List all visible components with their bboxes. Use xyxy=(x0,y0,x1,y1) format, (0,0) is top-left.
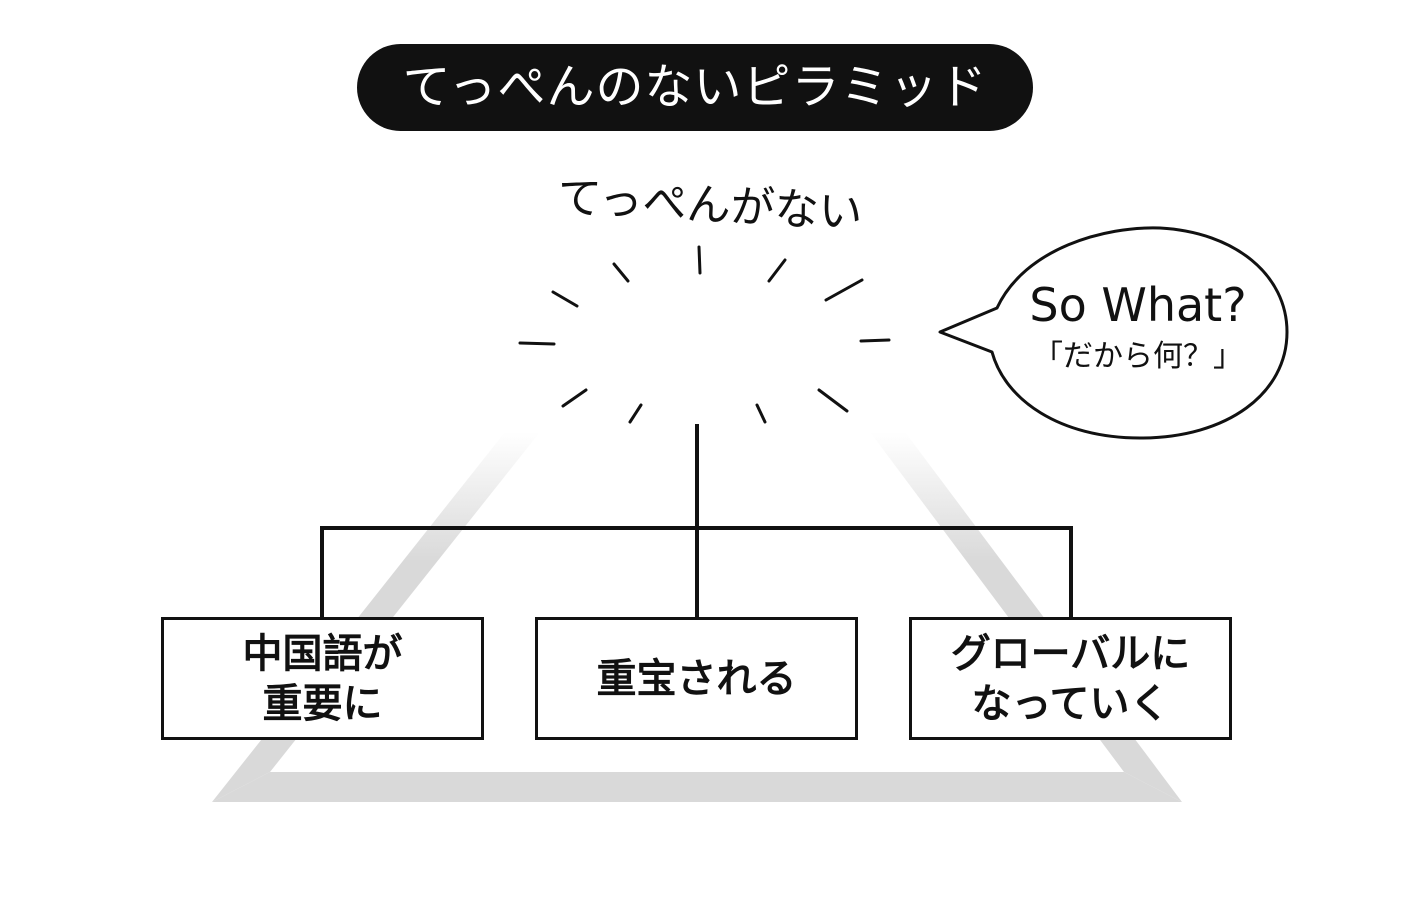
burst-lines xyxy=(518,245,891,424)
burst-ray xyxy=(755,403,767,424)
speech-bubble-main: So What? xyxy=(1029,278,1247,332)
burst-ray xyxy=(518,341,556,346)
pyramid-base xyxy=(212,772,1182,802)
burst-ray xyxy=(824,278,864,302)
support-box-label: グローバルに なっていく xyxy=(950,630,1191,727)
burst-ray xyxy=(697,245,702,275)
burst-ray xyxy=(859,338,891,343)
burst-ray xyxy=(612,262,630,283)
burst-ray xyxy=(767,258,787,283)
support-box-label: 重宝される xyxy=(596,655,797,702)
burst-ray xyxy=(551,290,579,308)
burst-ray xyxy=(561,388,588,408)
burst-ray xyxy=(817,388,849,413)
tree-connectors xyxy=(320,424,1073,617)
speech-bubble-text: So What? 「だから何？」 xyxy=(990,274,1286,378)
speech-bubble xyxy=(938,226,1289,440)
page-title: てっぺんのないピラミッド xyxy=(357,44,1033,131)
speech-bubble-sub: 「だから何？」 xyxy=(1033,339,1243,374)
support-box-3: グローバルに なっていく xyxy=(909,617,1232,740)
support-box-2: 重宝される xyxy=(535,617,858,740)
burst-ray xyxy=(628,403,643,424)
support-box-label: 中国語が 重要に xyxy=(242,630,403,727)
support-box-1: 中国語が 重要に xyxy=(161,617,484,740)
